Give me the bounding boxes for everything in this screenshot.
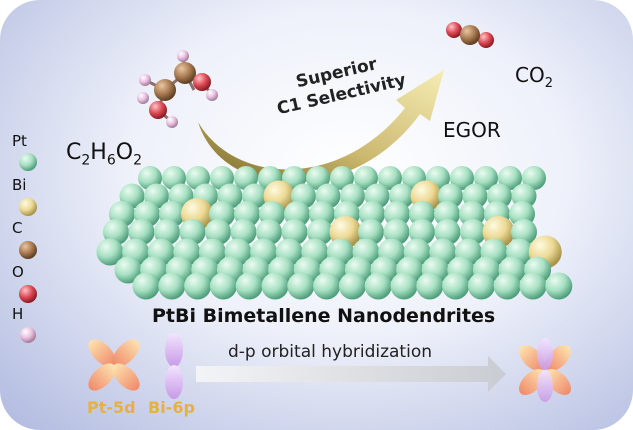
pt-atom [450, 166, 474, 190]
pt-atom [434, 219, 461, 245]
pt-atom [281, 219, 308, 245]
pt-atom [313, 272, 341, 300]
legend-spheres [19, 153, 37, 343]
reactant-label: C2H6O2 [66, 140, 143, 169]
pt-atom [545, 272, 573, 300]
ptbi-nanodendrite-slab [96, 166, 573, 300]
pt-atom [442, 272, 470, 300]
pt-atom [306, 166, 330, 190]
pt-atom [235, 272, 263, 300]
pt-atom [261, 272, 289, 300]
material-label: PtBi Bimetallene Nanodendrites [152, 305, 496, 327]
pt-atom [184, 272, 212, 300]
legend-label-bi: Bi [12, 176, 27, 194]
legend-label-h: H [12, 305, 24, 323]
pt-atom [383, 219, 410, 245]
pt-atom [364, 272, 392, 300]
legend-label-pt: Pt [12, 132, 27, 150]
pt-atom [474, 166, 498, 190]
pt-atom [154, 219, 180, 245]
pt-atom [307, 219, 333, 245]
bi-orbital-label: Bi-6p [148, 398, 195, 417]
bi-6p-orbital-icon [165, 333, 183, 399]
pt-atom [522, 166, 546, 190]
pt-atom [409, 201, 435, 227]
pt-atom [205, 219, 231, 245]
pt-atom [128, 219, 155, 245]
pt-atom [519, 272, 547, 300]
pt-atom [132, 272, 160, 300]
legend-label-c: C [12, 219, 23, 237]
pt-atom [179, 219, 206, 245]
pt-atom [493, 272, 521, 300]
reaction-label: EGOR [443, 118, 501, 142]
pt-atom [467, 272, 495, 300]
pt-orbital-label: Pt-5d [87, 398, 136, 417]
hybridized-orbital-icon [519, 338, 571, 402]
pt-atom [338, 272, 366, 300]
pt-atom [209, 272, 237, 300]
hybridization-arrow [196, 356, 506, 392]
co2-molecule [446, 22, 494, 48]
pt-atom [460, 219, 486, 245]
ethylene-glycol-molecule [137, 50, 218, 128]
product-label: CO2 [515, 63, 553, 91]
pt-atom [114, 256, 142, 284]
pt-atom [358, 219, 384, 245]
legend-label-o: O [12, 263, 24, 281]
pt-atom [354, 166, 378, 190]
pt-atom [390, 272, 418, 300]
pt-atom [96, 238, 124, 266]
pt-atom [498, 166, 522, 190]
pt-atom [230, 219, 257, 245]
pt-atom [256, 219, 282, 245]
selectivity-arrow [198, 70, 444, 183]
pt-atom [330, 166, 354, 190]
pt-atom [378, 166, 402, 190]
pt-atom [103, 219, 129, 245]
pt-atom [511, 219, 537, 245]
pt-atom [158, 272, 186, 300]
pt-atom [287, 272, 315, 300]
hybridization-label: d-p orbital hybridization [228, 342, 432, 362]
pt-atom [409, 219, 435, 245]
pt-atom [416, 272, 444, 300]
pt-5d-orbital-icon [88, 339, 140, 391]
